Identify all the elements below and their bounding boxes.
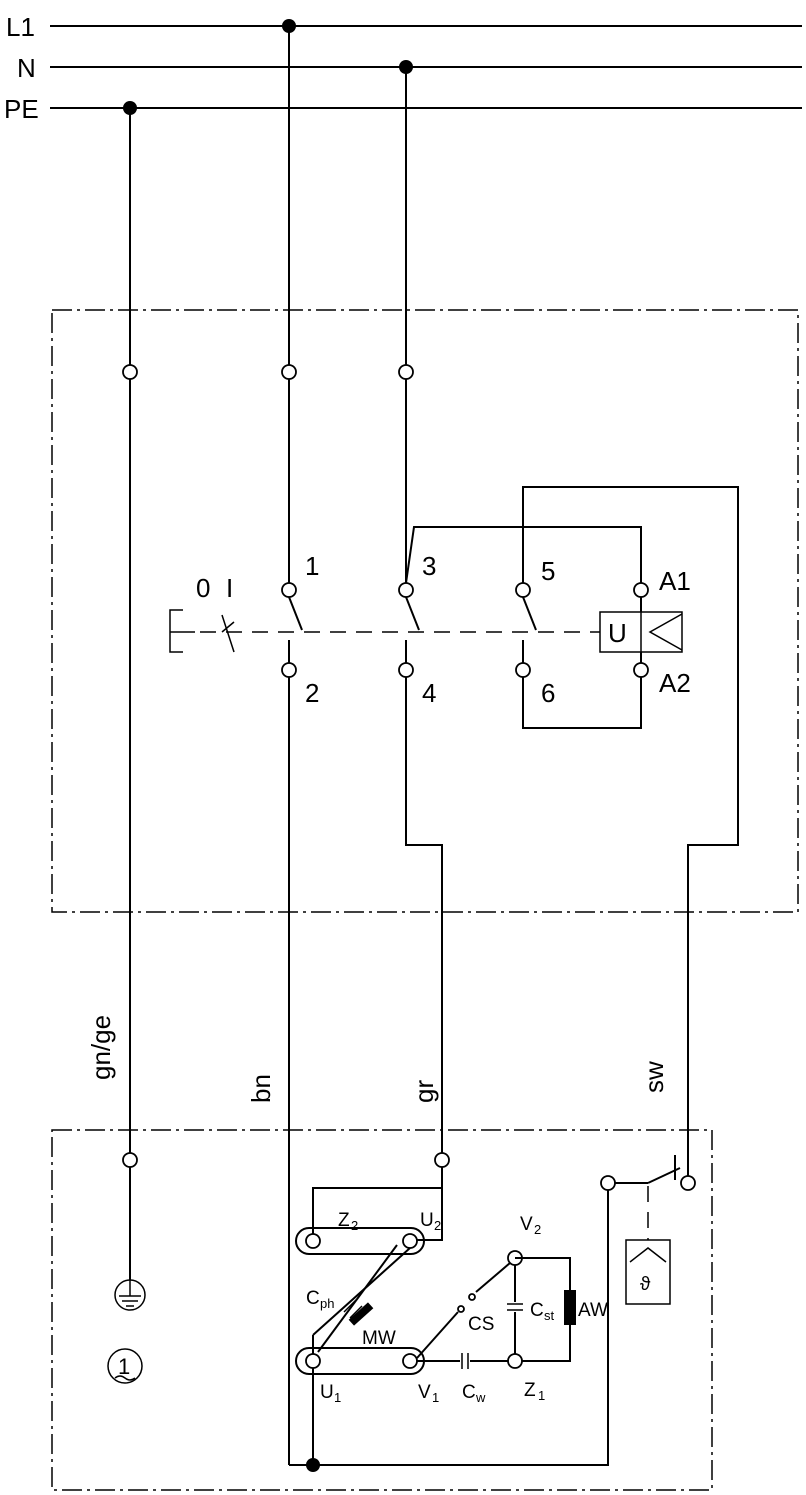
terminal-motor-pe bbox=[122, 1152, 138, 1168]
label-pe: PE bbox=[4, 94, 39, 124]
winding-box-top bbox=[295, 1227, 425, 1255]
terminal-a1 bbox=[633, 582, 649, 598]
contact-blade-3-4 bbox=[405, 596, 420, 631]
label-u2: U bbox=[420, 1210, 434, 1231]
label-aw: AW bbox=[578, 1300, 608, 1321]
label-u2-sub: 2 bbox=[434, 1218, 441, 1233]
thermal-switch: ϑ bbox=[600, 1155, 696, 1305]
thermal-symbol: ϑ bbox=[640, 1274, 651, 1295]
label-t6: 6 bbox=[541, 678, 555, 708]
motor-phase-icon: 1 bbox=[107, 1348, 143, 1384]
terminal-5 bbox=[515, 582, 531, 598]
label-u1-sub: 1 bbox=[334, 1390, 341, 1405]
terminal-3 bbox=[398, 582, 414, 598]
label-z2: Z bbox=[338, 1210, 350, 1231]
cph-link bbox=[317, 1244, 398, 1353]
terminal-a2 bbox=[633, 662, 649, 678]
terminal-v1 bbox=[402, 1353, 418, 1369]
wire-aw-z1 bbox=[522, 1325, 571, 1362]
label-n: N bbox=[17, 53, 36, 83]
label-cw: C bbox=[462, 1382, 476, 1403]
manual-operator: 0 I bbox=[169, 573, 235, 653]
terminal-1 bbox=[281, 582, 297, 598]
terminal-motor-gr bbox=[434, 1152, 450, 1168]
wire-label-black: sw bbox=[639, 1061, 669, 1093]
label-z1-sub: 1 bbox=[538, 1388, 545, 1403]
label-cph: C bbox=[306, 1288, 320, 1309]
terminal-n-in bbox=[398, 364, 414, 380]
supply-rails: L1 N PE bbox=[4, 12, 802, 124]
label-cs: CS bbox=[468, 1314, 494, 1335]
cs-contact-a bbox=[457, 1305, 465, 1313]
label-t4: 4 bbox=[422, 678, 436, 708]
cph-plate-a bbox=[343, 1299, 357, 1313]
wire-gr-to-u2 bbox=[406, 1167, 443, 1241]
terminal-4 bbox=[398, 662, 414, 678]
label-v1-sub: 1 bbox=[432, 1390, 439, 1405]
wire-label-grey: gr bbox=[409, 1080, 439, 1103]
label-v1: V bbox=[418, 1382, 431, 1403]
label-off: 0 bbox=[196, 573, 210, 603]
wire-u1-to-sw bbox=[289, 1183, 609, 1466]
label-z1: Z bbox=[524, 1380, 536, 1401]
terminal-6 bbox=[515, 662, 531, 678]
label-cst-sub: st bbox=[544, 1308, 555, 1323]
wire-5-to-sw bbox=[522, 486, 739, 1185]
earth-icon bbox=[114, 1279, 146, 1311]
terminal-2 bbox=[281, 662, 297, 678]
wire-4-gr bbox=[405, 677, 443, 1155]
label-on: I bbox=[226, 573, 233, 603]
label-v2-sub: 2 bbox=[534, 1222, 541, 1237]
mw-winding-block bbox=[348, 1302, 374, 1326]
contact-blade-5-6 bbox=[522, 596, 537, 631]
terminal-z2 bbox=[305, 1233, 321, 1249]
relay-label: U bbox=[608, 618, 627, 648]
cph-plate-b bbox=[349, 1305, 363, 1319]
cs-lower bbox=[416, 1311, 459, 1359]
label-t5: 5 bbox=[541, 556, 555, 586]
label-cw-sub: w bbox=[475, 1390, 486, 1405]
label-z2-sub: 2 bbox=[351, 1218, 358, 1233]
label-mw: MW bbox=[362, 1328, 396, 1349]
terminal-l1-in bbox=[281, 364, 297, 380]
cs-upper bbox=[475, 1262, 511, 1293]
motor-phase-label: 1 bbox=[118, 1354, 130, 1379]
label-cst: C bbox=[530, 1300, 544, 1321]
terminal-z1 bbox=[507, 1353, 523, 1369]
label-a2: A2 bbox=[659, 668, 691, 698]
cs-contact-b bbox=[468, 1293, 476, 1301]
motor-enclosure bbox=[51, 1129, 713, 1491]
label-u1: U bbox=[320, 1382, 334, 1403]
undervoltage-relay: U bbox=[599, 597, 683, 663]
terminal-pe-in bbox=[122, 364, 138, 380]
label-t1: 1 bbox=[305, 551, 319, 581]
wire-u2-frame bbox=[312, 1167, 443, 1240]
wire-label-earth: gn/ge bbox=[86, 1015, 116, 1080]
wire-3-to-a1 bbox=[405, 526, 642, 584]
terminal-thermal-a bbox=[600, 1175, 616, 1191]
terminal-u2 bbox=[402, 1233, 418, 1249]
aw-winding-block bbox=[564, 1290, 576, 1325]
terminal-u1 bbox=[305, 1353, 321, 1369]
switch-enclosure bbox=[51, 309, 799, 913]
contact-blade-1-2 bbox=[288, 596, 303, 631]
terminal-thermal-b bbox=[680, 1175, 696, 1191]
label-cph-sub: ph bbox=[320, 1296, 334, 1311]
wire-6-to-a2 bbox=[522, 677, 642, 729]
label-a1: A1 bbox=[659, 566, 691, 596]
label-t2: 2 bbox=[305, 678, 319, 708]
label-l1: L1 bbox=[6, 12, 35, 42]
label-t3: 3 bbox=[422, 551, 436, 581]
label-v2: V bbox=[520, 1214, 533, 1235]
wire-label-brown: bn bbox=[246, 1074, 276, 1103]
wire-v2-aw bbox=[515, 1257, 571, 1290]
